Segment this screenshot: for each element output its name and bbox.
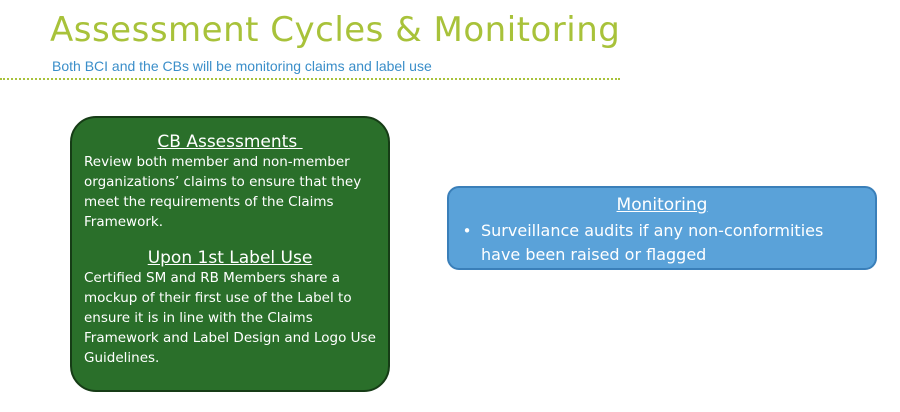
cb-assessments-body: Review both member and non-member organi… bbox=[84, 154, 362, 230]
first-label-use-section: Upon 1st Label Use Certified SM and RB M… bbox=[72, 248, 388, 368]
cb-assessments-box: CB Assessments Review both member and no… bbox=[70, 116, 390, 392]
first-label-use-body: Certified SM and RB Members share a mock… bbox=[84, 270, 376, 366]
first-label-use-heading: Upon 1st Label Use bbox=[147, 248, 313, 268]
monitoring-heading: Monitoring bbox=[616, 195, 708, 215]
monitoring-box: Monitoring • Surveillance audits if any … bbox=[447, 186, 877, 270]
dotted-divider bbox=[0, 78, 620, 80]
bullet-icon: • bbox=[462, 222, 472, 240]
cb-assessments-heading: CB Assessments bbox=[157, 132, 303, 152]
cb-assessments-section: CB Assessments Review both member and no… bbox=[72, 132, 388, 232]
monitoring-bullet-text: Surveillance audits if any non-conformit… bbox=[481, 221, 824, 264]
monitoring-bullet-item: • Surveillance audits if any non-conform… bbox=[449, 219, 875, 267]
slide-title: Assessment Cycles & Monitoring bbox=[50, 10, 621, 50]
slide-subtitle: Both BCI and the CBs will be monitoring … bbox=[52, 58, 432, 74]
